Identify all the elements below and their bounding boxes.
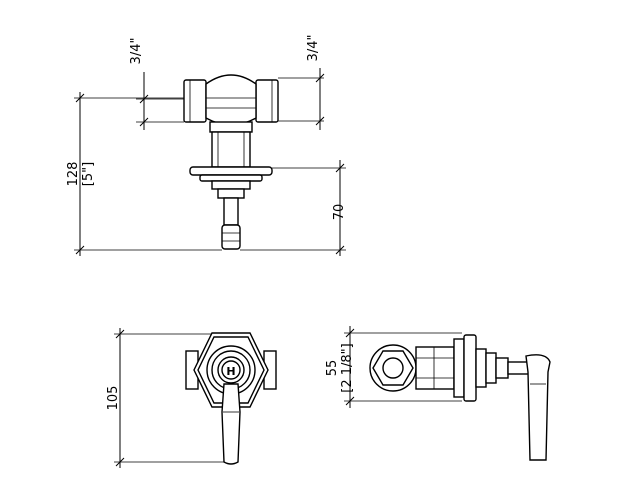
dim-top-left-thread: 3/4" (129, 38, 184, 130)
side-width-mm-label: 55 (325, 360, 340, 377)
dim-stem-length: 70 (240, 160, 347, 256)
stem-mm-label: 70 (332, 204, 347, 221)
elevation-view (183, 74, 279, 250)
handle-mark: H (226, 365, 235, 378)
top-left-thread-label: 3/4" (129, 38, 144, 65)
height-in-label: [5"] (81, 162, 96, 186)
front-view: H (185, 332, 277, 465)
top-right-thread-label: 3/4" (306, 35, 321, 62)
side-width-in-label: [2 1/8"] (340, 343, 355, 392)
dim-top-right-thread: 3/4" (278, 35, 325, 130)
dim-overall-height: 128 [5"] (66, 92, 222, 256)
front-height-mm-label: 105 (106, 386, 121, 411)
dim-side-width: 55 [2 1/8"] (325, 326, 462, 408)
height-mm-label: 128 (66, 162, 81, 187)
side-view (369, 334, 551, 461)
dim-front-height: 105 (106, 328, 224, 468)
